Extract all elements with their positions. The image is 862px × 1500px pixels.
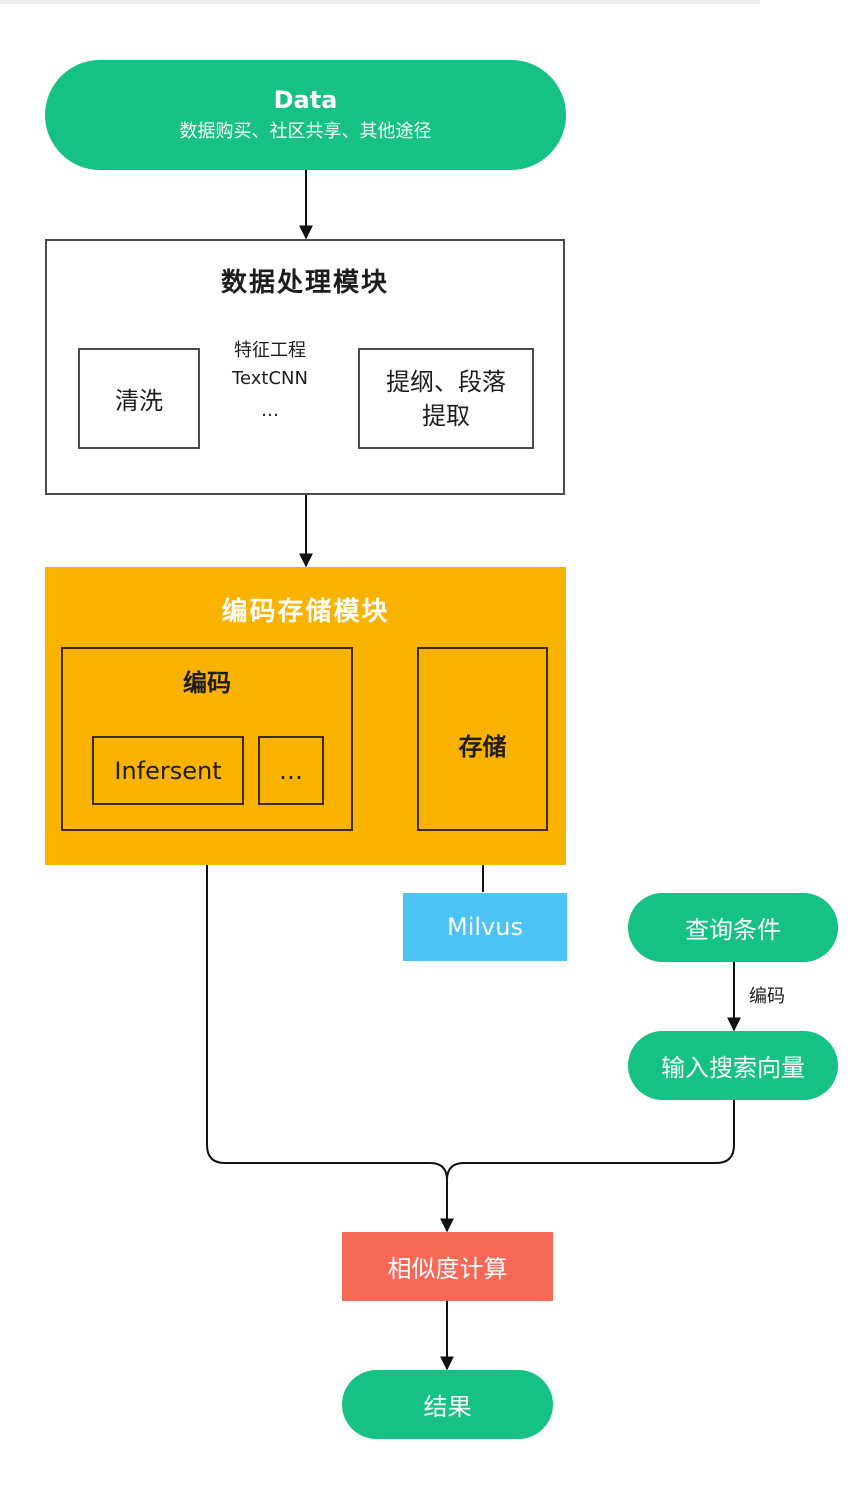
result-label: 结果 <box>423 1393 472 1421</box>
milvus-label: Milvus <box>447 913 523 941</box>
extract-label-line2: 提取 <box>422 401 470 430</box>
query-encode-label: 编码 <box>749 986 785 1007</box>
store-label: 存储 <box>458 733 507 761</box>
edge-label-feature: 特征工程 <box>234 340 306 361</box>
edge-label-ellipsis: … <box>261 400 279 421</box>
infersent-label: Infersent <box>114 756 222 785</box>
data-subtitle: 数据购买、社区共享、其他途径 <box>179 121 432 142</box>
result-node: 结果 <box>342 1370 553 1439</box>
query-condition-node: 查询条件 <box>628 893 838 962</box>
encode-more-box: … <box>258 736 324 805</box>
search-vector-label: 输入搜索向量 <box>661 1054 805 1082</box>
similarity-label: 相似度计算 <box>387 1255 508 1283</box>
infersent-box: Infersent <box>92 736 244 805</box>
similarity-node: 相似度计算 <box>342 1232 553 1301</box>
path-vector-to-merge <box>446 1100 735 1181</box>
milvus-node: Milvus <box>403 893 567 961</box>
extract-box: 提纲、段落 提取 <box>358 348 534 449</box>
encode-more-label: … <box>279 756 303 785</box>
storage-module-title: 编码存储模块 <box>221 597 390 627</box>
store-box: 存储 <box>417 647 548 831</box>
search-vector-node: 输入搜索向量 <box>628 1031 838 1100</box>
data-title: Data <box>273 86 338 114</box>
data-source-node: Data 数据购买、社区共享、其他途径 <box>45 60 566 170</box>
encode-box <box>61 647 353 831</box>
path-encode-to-merge <box>206 830 448 1181</box>
top-divider <box>0 0 760 4</box>
edge-label-textcnn: TextCNN <box>232 368 308 389</box>
encode-title: 编码 <box>183 669 231 697</box>
clean-box: 清洗 <box>78 348 200 449</box>
clean-label: 清洗 <box>115 387 163 415</box>
encoding-storage-module <box>45 567 566 865</box>
query-condition-label: 查询条件 <box>685 916 781 944</box>
extract-label-line1: 提纲、段落 <box>386 367 506 396</box>
processing-module-title: 数据处理模块 <box>220 268 389 298</box>
